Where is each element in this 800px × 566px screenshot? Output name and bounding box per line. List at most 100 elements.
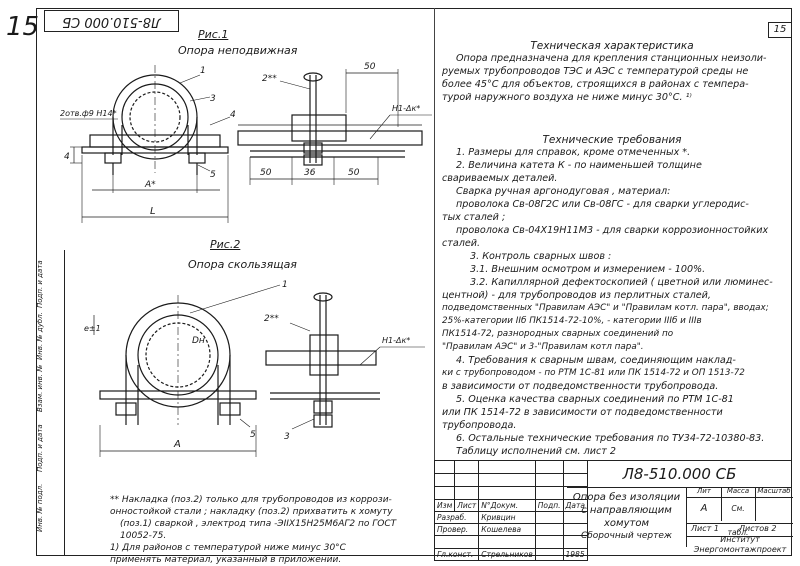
scale-label: Масштаб — [755, 487, 793, 498]
fig1-side-pipe — [237, 130, 423, 146]
tech-req-line-20: 5. Оценка качества сварных соединений по… — [456, 394, 734, 405]
hdr-sign: Подп. — [534, 499, 564, 512]
title-block: Изм Лист N°Докум. Подп. Дата Разраб. Кри… — [433, 460, 793, 561]
side-stamp-4: Инв. № дубл. — [36, 312, 44, 360]
hdr-izm: Изм — [433, 499, 456, 512]
tech-req-line-24: Таблицу исполнений см. лист 2 — [456, 446, 617, 457]
tech-req-line-1: 1. Размеры для справок, кроме отмеченных… — [456, 147, 691, 158]
role-2: Провер. — [433, 523, 480, 536]
date-4: 1985 — [562, 548, 588, 561]
tech-char-title: Техническая характеристика — [530, 40, 694, 52]
doc-type: Сборочный чертеж — [580, 531, 673, 541]
fig1-pos-1: 1 — [200, 66, 206, 76]
fig1-dim-a: А* — [144, 180, 156, 190]
fig2-pos-1: 1 — [282, 280, 288, 290]
fig2-subtitle: Опора скользящая — [188, 258, 297, 271]
side-stamp-2: Подп. и дата — [36, 424, 44, 472]
lit-value: А — [687, 497, 722, 521]
tech-char-line-4: турой наружного воздуха не ниже минус 30… — [442, 92, 692, 103]
fig1-bolt-holes: 2отв.ф9 Н14* — [60, 109, 117, 118]
org-line-2: Энергомонтажпроект — [693, 545, 787, 554]
tech-req-line-21: или ПК 1514-72 в зависимости от подведом… — [442, 407, 723, 418]
mass-label: Масса — [721, 487, 756, 498]
doc-name: Опора без изоляции с направляющим хомуто… — [567, 487, 687, 547]
tech-req-line-23: 6. Остальные технические требования по Т… — [456, 433, 765, 444]
left-note-4: 1) Для районов с температурой ниже минус… — [110, 543, 346, 553]
person-2: Кошелева — [478, 523, 536, 536]
revision-table: Изм Лист N°Докум. Подп. Дата Разраб. Кри… — [433, 460, 588, 561]
left-note-1: ** Накладка (поз.2) только для трубопров… — [110, 495, 392, 505]
side-stamp-5: Подп. и дата — [36, 260, 44, 308]
drawing-frame — [36, 8, 792, 556]
sheet-number: 15 — [768, 22, 792, 38]
fig1-pos-2: 2** — [262, 74, 277, 84]
tech-req-line-18: ки с трубопроводом - по РТМ 1С-81 или ПК… — [442, 368, 745, 378]
hdr-list: Лист — [454, 499, 480, 512]
lit-mass-scale: Лит Масса Масштаб А См. табл. — [687, 487, 793, 537]
tech-req-title: Технические требования — [542, 134, 682, 146]
tech-req-line-2: 2. Величина катета К - по наименьшей тол… — [456, 160, 702, 171]
fig1-pos-5: 5 — [210, 170, 216, 180]
sheet-info: Лист 1 Листов 2 — [687, 523, 793, 537]
fig1-drawing: 1 2** 3 4 5 2отв.ф9 Н14* 4 А* L 50 50 36… — [60, 62, 432, 223]
left-notes: ** Накладка (поз.2) только для трубопров… — [110, 494, 430, 566]
side-stamp-3: Взам. инв. № — [36, 364, 44, 412]
fig1-side-clamp — [291, 114, 347, 142]
tech-req-line-9: 3. Контроль сварных швов : — [470, 251, 612, 262]
tech-req-line-15: ПК1514-72, разнородных сварных соединени… — [442, 329, 674, 339]
tech-requirements: Технические требования 1. Размеры для сп… — [442, 134, 782, 458]
role-4: Гл.конст. — [433, 548, 480, 561]
tech-char-line-2: руемых трубопроводов ТЭС и АЭС с темпера… — [442, 66, 749, 77]
fig2-dim-e: е±1 — [84, 324, 101, 333]
fig1-title: Рис.1 — [198, 28, 229, 41]
tech-req-line-17: 4. Требования к сварным швам, соединяющи… — [456, 355, 736, 366]
tech-req-line-6: тых сталей ; — [442, 212, 506, 223]
fig2-weld-mark: Н1-Δк* — [382, 336, 410, 345]
fig1-dim-50-right: 50 — [348, 168, 360, 178]
top-stamp: Л8-510.000 СБ — [44, 10, 179, 32]
tech-req-line-13: подведомственных "Правилам АЭС" и "Прави… — [442, 303, 769, 313]
fig2-pos-3: 3 — [284, 432, 290, 442]
organization: Институт Энергомонтажпроект — [687, 535, 793, 555]
tech-req-line-8: сталей. — [442, 238, 481, 249]
fig1-dim-36: 36 — [304, 168, 316, 178]
fig1-dim-50-left: 50 — [260, 168, 272, 178]
fig2-drawing: 1 2** 3 5 е±1 Dн А Н1-Δк* — [84, 280, 425, 457]
handwritten-page-number: 15 — [6, 12, 40, 42]
column-divider — [434, 8, 435, 460]
tech-req-line-5: проволока Св-08Г2С или Св-08ГС - для сва… — [456, 199, 749, 210]
tech-char-line-3: более 45°С для объектов, строящихся в ра… — [442, 79, 749, 90]
doc-name-line-1: Опора без изоляции — [572, 492, 681, 503]
fig1-dim-4: 4 — [64, 152, 70, 162]
org-line-1: Институт — [720, 535, 760, 544]
fig2-pos-2: 2** — [264, 314, 279, 324]
fig1-dim-50-top: 50 — [364, 62, 376, 72]
tech-char-line-1: Опора предназначена для крепления станци… — [456, 53, 767, 64]
sheet-total: Листов 2 — [739, 524, 777, 533]
sheet-current: Лист 1 — [691, 524, 719, 533]
left-note-3: (поз.1) сваркой , электрод типа -ЭIIХ15Н… — [120, 519, 397, 541]
person-4: Стрельников — [478, 548, 536, 561]
fig2-pos-5: 5 — [250, 430, 256, 440]
tech-characteristics: Техническая характеристика Опора предназ… — [442, 40, 782, 104]
person-1: Кривцин — [478, 511, 536, 524]
tech-req-line-3: свариваемых деталей. — [442, 173, 558, 184]
fig2-side-pipe — [265, 350, 377, 366]
fig1-weld-mark: Н1-Δк* — [392, 104, 420, 113]
fig2-dim-dn: Dн — [192, 336, 205, 346]
tech-req-line-7: проволока Св-04Х19Н11М3 - для сварки кор… — [456, 225, 769, 236]
tech-req-line-10: 3.1. Внешним осмотром и измерением - 100… — [470, 264, 706, 275]
fig1-subtitle: Опора неподвижная — [178, 44, 298, 57]
fig2-dim-a: А — [173, 439, 181, 450]
fig1-pos-3: 3 — [210, 94, 216, 104]
fig1-dim-l: L — [150, 206, 156, 217]
fig2-title: Рис.2 — [210, 238, 241, 251]
role-1: Разраб. — [433, 511, 480, 524]
tech-req-line-12: центной) - для трубопроводов из перлитны… — [442, 290, 711, 301]
mass-value: См. табл. — [721, 497, 756, 537]
left-note-2: онностойкой стали ; накладку (поз.2) при… — [110, 507, 393, 517]
tech-req-line-11: 3.2. Капиллярной дефектоскопией ( цветно… — [470, 277, 773, 288]
tech-req-line-16: "Правилам АЭС" и 3-"Правилам котл пара". — [442, 342, 644, 352]
lit-label: Лит — [687, 487, 722, 498]
tech-req-line-22: трубопровода. — [442, 420, 517, 431]
